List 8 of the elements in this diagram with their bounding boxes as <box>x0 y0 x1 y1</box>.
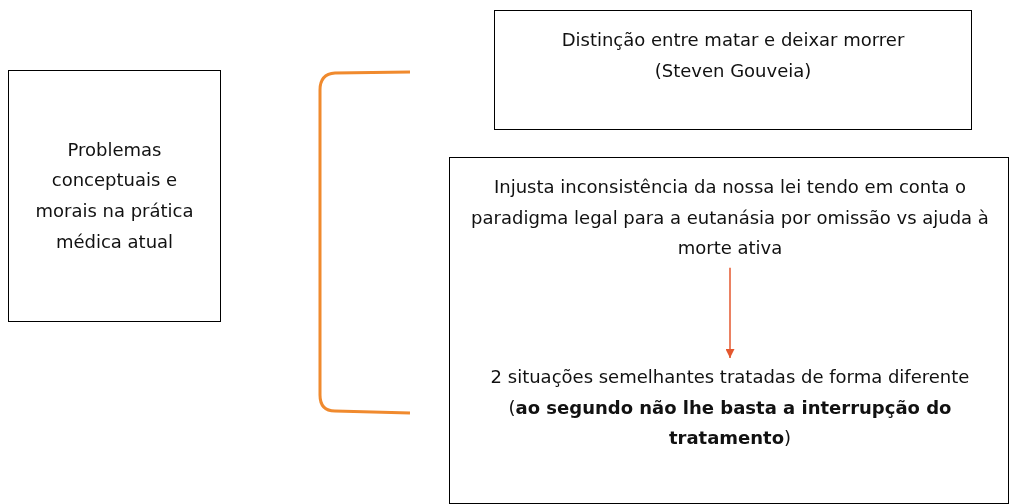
topic-box <box>8 70 221 322</box>
box-text: Distinção entre matar e deixar morrer (Steven Gouveia) <box>560 28 906 83</box>
process-box <box>494 10 972 130</box>
statement-text: 2 situações semelhantes tratadas de forma diferente (ao segundo não lhe basta a interrupção do tratamento) <box>480 362 980 454</box>
arrow <box>725 267 735 359</box>
box-text: Problemas conceptuais e morais na prática médica atual <box>34 137 195 254</box>
process-box <box>449 157 1009 504</box>
statement-text: Injusta inconsistência da nossa lei tendo em conta o paradigma legal para a eutanásia por omissão vs ajuda à morte ativa <box>460 172 1000 264</box>
